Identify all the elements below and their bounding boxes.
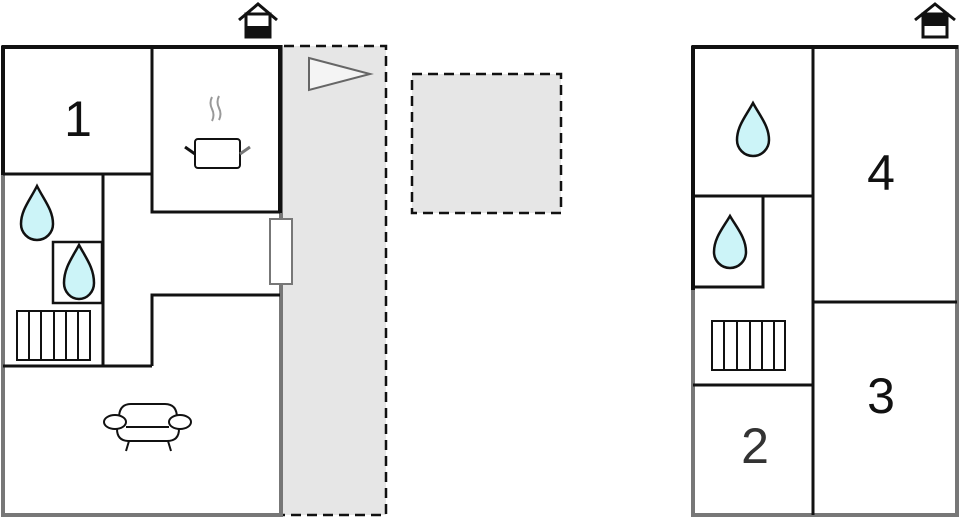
room-bathroom-walls: [3, 174, 280, 368]
room-label-1: 1: [64, 91, 92, 147]
house-upper-floor-icon: [914, 2, 956, 39]
stairs-icon: [711, 320, 786, 371]
room-label-2: 2: [741, 418, 769, 474]
water-drop-icon: [735, 100, 771, 158]
upper-interior-walls: [693, 47, 957, 515]
stairs-icon: [16, 310, 91, 361]
room-label-4: 4: [867, 145, 895, 201]
ground-floor-outline: [1, 45, 283, 517]
flag-icon: [308, 56, 374, 92]
water-drop-icon: [62, 242, 96, 301]
terrace-area: [268, 44, 388, 517]
armchair-icon: [103, 403, 192, 452]
room-bedroom-1: 1: [3, 91, 152, 176]
upper-floor-outline: [691, 45, 959, 517]
outdoor-area: [410, 72, 563, 215]
cooking-pot-icon: [184, 95, 251, 169]
water-drop-icon: [19, 183, 55, 242]
house-ground-floor-icon: [238, 2, 278, 39]
room-kitchen: [150, 47, 280, 214]
water-drop-icon: [712, 213, 748, 270]
room-label-3: 3: [867, 368, 895, 424]
door: [269, 218, 293, 285]
